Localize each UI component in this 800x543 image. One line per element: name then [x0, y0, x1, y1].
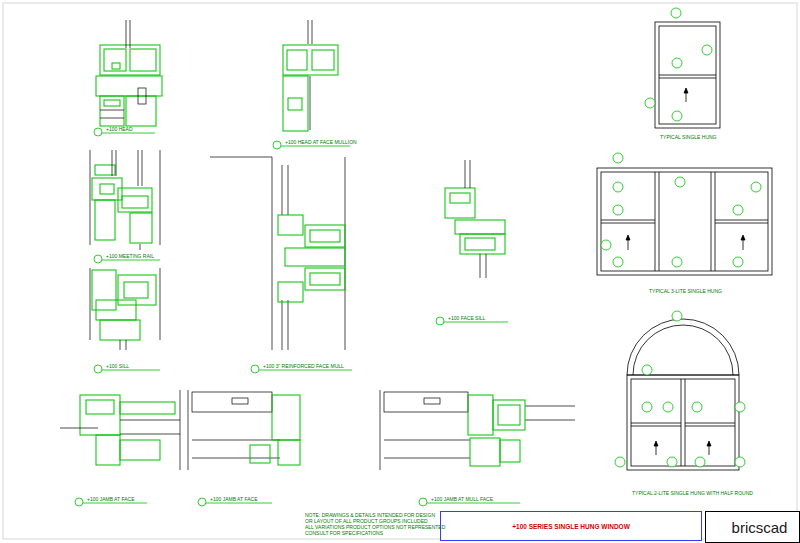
sheet-note: NOTE: DRAWINGS & DETAILS INTENDED FOR DE… — [305, 512, 435, 518]
section-caption: +100 MEETING RAIL — [106, 253, 154, 259]
sheet-note: ALL VARIATIONS PRODUCT OPTIONS NOT REPRE… — [305, 524, 445, 530]
sheet-note: CONSULT FOR SPECIFICATIONS — [305, 530, 383, 536]
sheet-title: +100 SERIES SINGLE HUNG WINDOW — [512, 523, 630, 530]
section-caption: +100 FACE SILL — [448, 315, 485, 321]
logo-text: bricscad — [732, 519, 788, 536]
section-caption: +100 JAMB AT MULL FACE — [431, 496, 493, 502]
logo-box: bricscad — [705, 511, 800, 543]
elevation-caption: TYPICAL 2-LITE SINGLE HUNG WITH HALF ROU… — [632, 490, 753, 496]
section-caption: +100 JAMB AT FACE — [210, 496, 257, 502]
title-block: +100 SERIES SINGLE HUNG WINDOW — [440, 511, 702, 541]
elevation-caption: TYPICAL SINGLE HUNG — [660, 134, 717, 140]
elevation-caption: TYPICAL 3-LITE SINGLE HUNG — [649, 288, 722, 294]
section-caption: +100 SILL — [106, 363, 129, 369]
section-caption: +100 HEAD AT FACE MULLION — [285, 139, 357, 145]
section-caption: +100 3" REINFORCED FACE MULL — [263, 363, 344, 369]
section-caption: +100 HEAD — [106, 126, 133, 132]
section-caption: +100 JAMB AT FACE — [87, 496, 134, 502]
sheet-note: OR LAYOUT OF ALL PRODUCT GROUPS INCLUDED — [305, 518, 428, 524]
